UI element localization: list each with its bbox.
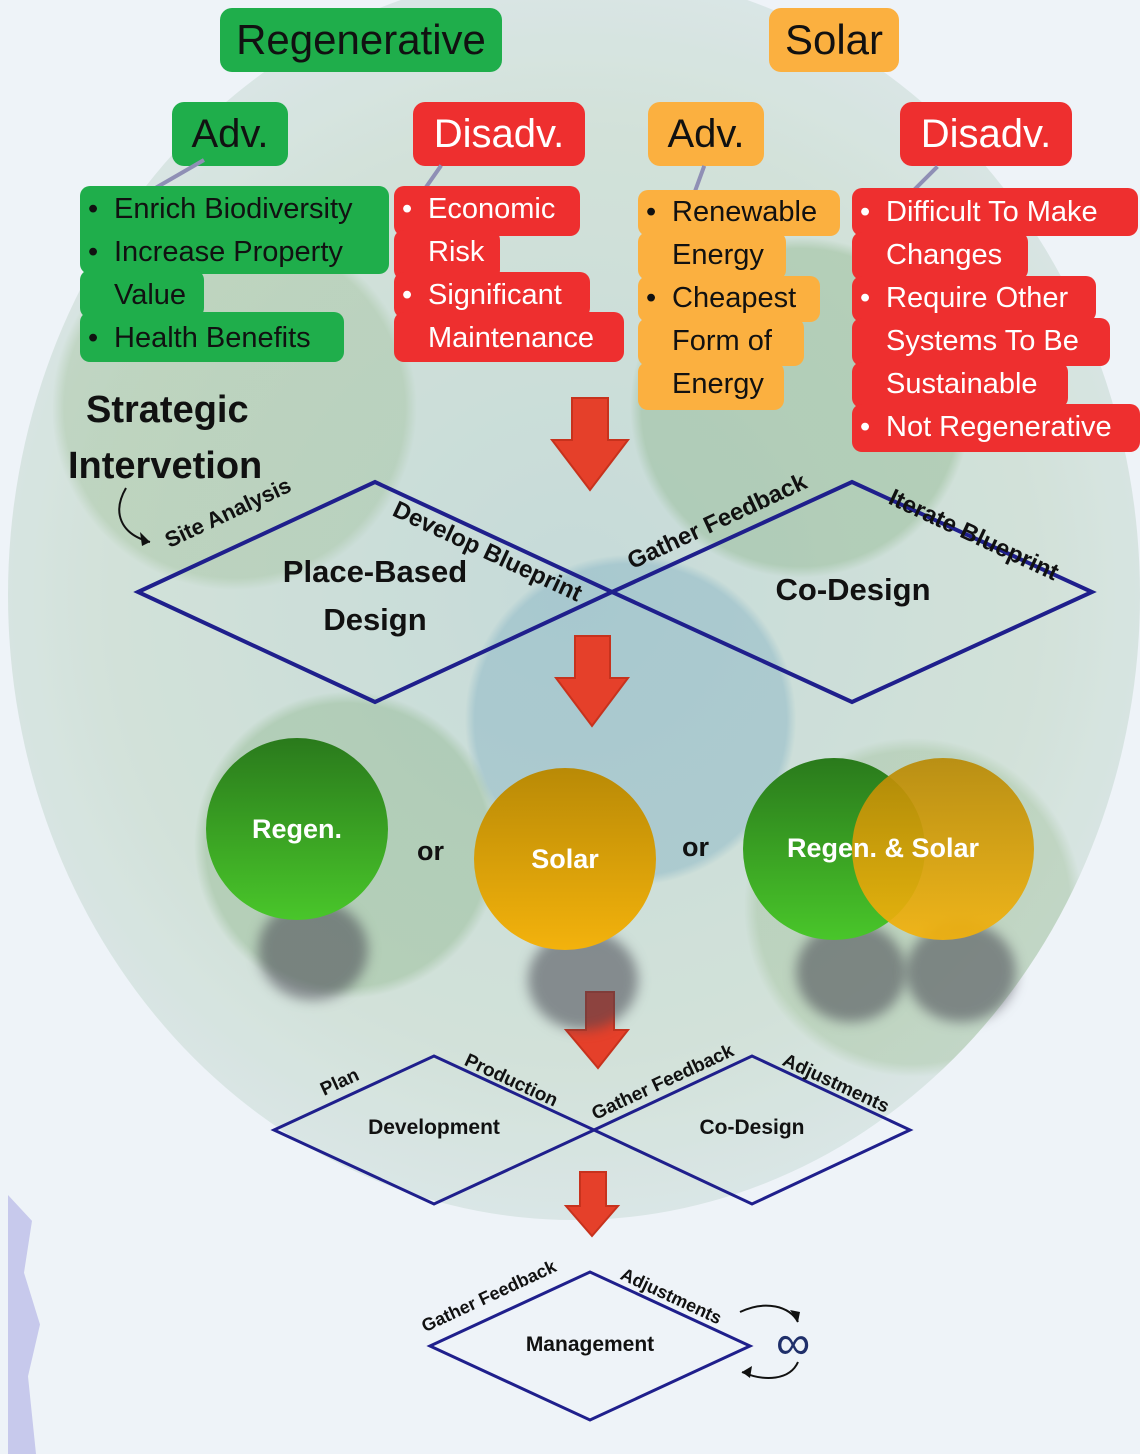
list-item: Energy: [672, 368, 764, 400]
both-circle-shadow-1: [796, 922, 906, 1022]
list-item: Economic: [402, 188, 658, 231]
regen-advantages-list: Enrich Biodiversity Increase Property Va…: [80, 188, 414, 360]
list-item: Energy: [672, 239, 764, 271]
solar-adv-bg-2: [638, 232, 786, 280]
list-item: Form of: [672, 325, 772, 357]
solar-option-circle: Solar: [474, 768, 656, 950]
development-title: Development: [368, 1116, 500, 1139]
both-circle-shadow-2: [906, 922, 1016, 1022]
down-arrow-1: [549, 397, 631, 492]
place-based-title-line1: Place-Based: [282, 554, 468, 589]
solar-disadvantages-list: Difficult To Make Changes Require Other …: [852, 191, 1140, 449]
solar-disadv-bg-5: [852, 362, 1068, 408]
down-arrow-4: [563, 1171, 621, 1238]
list-item: Renewable: [646, 191, 872, 234]
list-item: Risk: [428, 236, 485, 268]
regen-disadv-bg-2: [394, 230, 500, 280]
list-item: Value: [114, 279, 187, 311]
regen-disadv-bg-4: [394, 312, 624, 362]
place-based-design-title: Place-Based Design: [250, 548, 500, 644]
infinity-icon: ∞: [776, 1317, 811, 1370]
regen-disadvantages-list: Economic Risk Significant Maintenance: [394, 188, 658, 360]
list-item: Significant: [402, 274, 658, 317]
both-option-label: Regen. & Solar: [786, 832, 980, 863]
list-item: Maintenance: [428, 322, 595, 354]
co-design-title-2: Co-Design: [699, 1116, 805, 1139]
or-label-1: or: [417, 836, 444, 866]
list-item: Enrich Biodiversity: [88, 188, 414, 231]
regen-adv-bg-2: [80, 270, 204, 318]
place-based-title-line2: Design: [323, 602, 427, 637]
list-item: Sustainable: [886, 368, 1038, 400]
solar-disadv-bg-2: [852, 232, 1028, 280]
list-item: Increase Property: [88, 231, 414, 274]
co-design-diamond-2: [590, 1054, 914, 1206]
regenerative-title: Regenerative: [220, 8, 502, 72]
solar-advantages-list: Renewable Energy Cheapest Form of Energy: [638, 191, 872, 406]
co-design-title-1: Co-Design: [775, 572, 931, 607]
strategic-heading-line2: Intervetion: [68, 445, 263, 487]
list-item: Changes: [886, 239, 1003, 271]
solar-adv-bg-5: [638, 362, 784, 410]
solar-title: Solar: [769, 8, 899, 72]
list-item: Systems To Be: [886, 325, 1079, 357]
regen-adv-tag: Adv.: [172, 102, 288, 166]
management-title: Management: [525, 1333, 655, 1356]
regen-disadv-tag: Disadv.: [413, 102, 585, 166]
list-item: Difficult To Make: [860, 191, 1140, 234]
both-gold-circle: [852, 758, 1034, 940]
list-item: Cheapest: [646, 277, 872, 320]
strategic-heading-line1: Strategic: [86, 389, 249, 431]
co-design-diamond-1: [607, 479, 1097, 705]
strategic-pointer-arrow: [118, 487, 151, 543]
list-item: Not Regenerative: [860, 406, 1140, 449]
or-label-2: or: [682, 832, 709, 862]
list-item: Health Benefits: [88, 317, 414, 360]
solar-disadv-bg-4: [852, 318, 1110, 366]
regen-option-circle: Regen.: [206, 738, 388, 920]
down-arrow-2: [554, 635, 630, 728]
solar-adv-bg-4: [638, 318, 804, 366]
solar-adv-tag: Adv.: [648, 102, 764, 166]
solar-disadv-tag: Disadv.: [900, 102, 1072, 166]
management-diamond: [426, 1270, 754, 1422]
list-item: Require Other: [860, 277, 1140, 320]
